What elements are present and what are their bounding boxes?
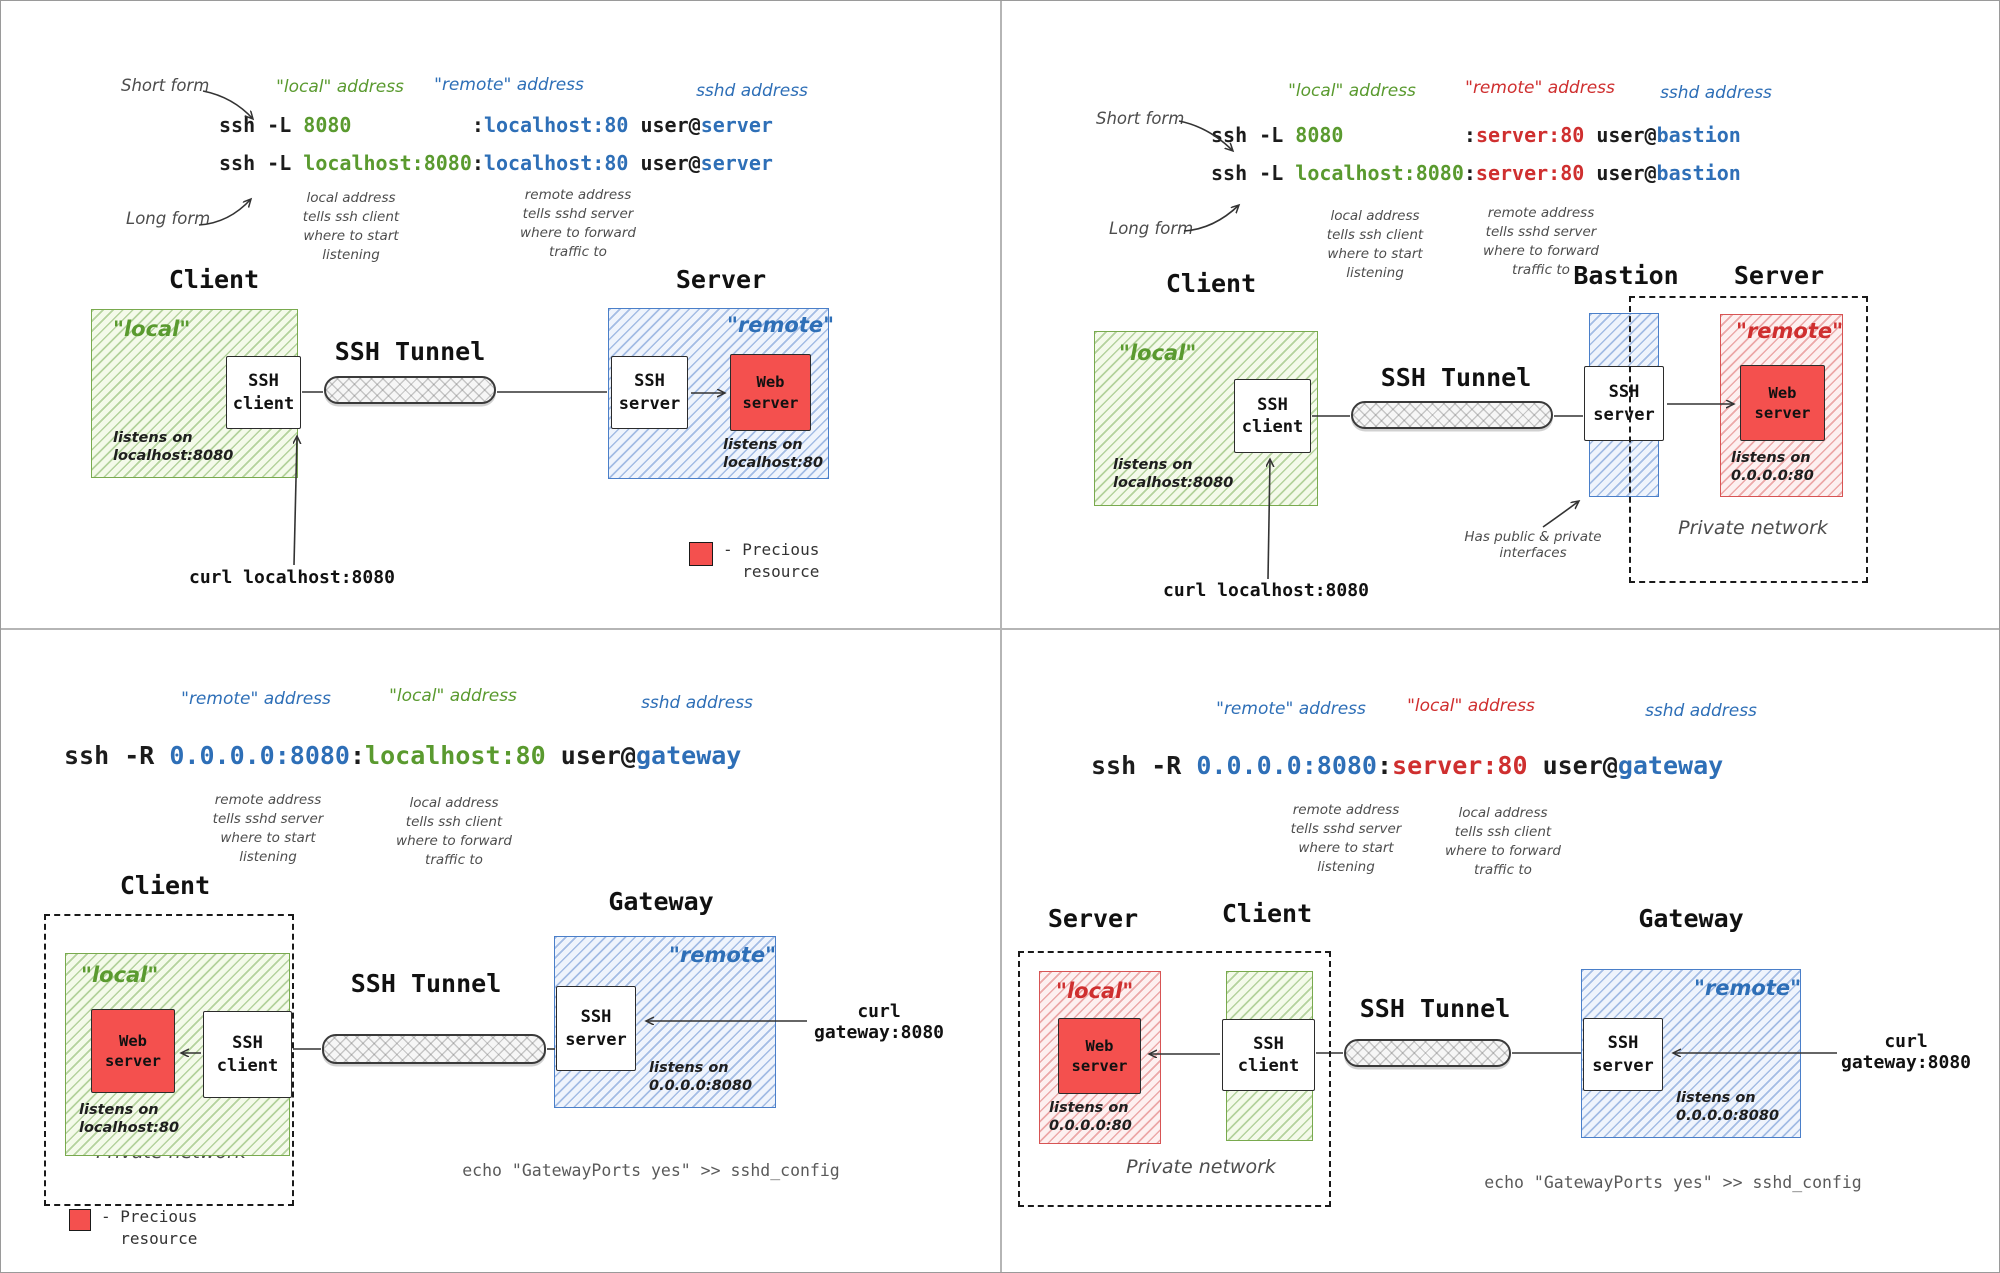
- server-heading: Server: [1047, 904, 1139, 933]
- local-address-annotation: local address tells ssh client where to …: [396, 795, 512, 869]
- remote-tag: "remote": [727, 313, 835, 337]
- remote-address-annotation: remote address tells sshd server where t…: [1483, 205, 1599, 279]
- local-address-header: "local" address: [1407, 696, 1535, 716]
- remote-address-annotation: remote address tells sshd server where t…: [212, 792, 324, 866]
- curl-command: curl localhost:8080: [1163, 580, 1369, 601]
- ssh-tunnel-tube: [322, 1034, 546, 1064]
- client-heading: Client: [168, 265, 260, 294]
- client-heading: Client: [1221, 899, 1313, 928]
- bastion-note-arrow: [1542, 501, 1579, 528]
- local-address-annotation: local address tells ssh client where to …: [1445, 805, 1561, 879]
- ssh-client-node: SSH client: [1222, 1019, 1315, 1091]
- sshd-address-header: sshd address: [696, 81, 808, 101]
- web-server-node: Web server: [730, 354, 811, 431]
- curl-command: curl localhost:8080: [189, 567, 395, 588]
- server-listens-label: listens on localhost:80: [723, 437, 824, 472]
- private-network-label: Private network: [1126, 1156, 1276, 1178]
- vertical-divider: [1000, 1, 1002, 1272]
- sshd-address-header: sshd address: [641, 693, 753, 713]
- ssh-client-node: SSH client: [1234, 379, 1311, 453]
- remote-address-header: "remote" address: [434, 75, 584, 95]
- remote-tag: "remote": [669, 943, 777, 967]
- bastion-heading: Bastion: [1573, 261, 1679, 290]
- ssh-server-node: SSH server: [1584, 366, 1664, 441]
- remote-address-header: "remote" address: [181, 689, 331, 709]
- precious-resource-swatch: [69, 1209, 91, 1231]
- ssh-command: ssh -R 0.0.0.0:8080:localhost:80 user@ga…: [64, 741, 742, 770]
- ssh-tunnel-tube: [324, 376, 496, 404]
- local-address-header: "local" address: [389, 686, 517, 706]
- horizontal-divider: [1, 628, 1999, 630]
- local-address-header: "local" address: [1288, 81, 1416, 101]
- precious-resource-label: - Precious resource: [723, 540, 820, 581]
- curl-command: curl gateway:8080: [813, 1001, 945, 1043]
- ssh-tunnel-heading: SSH Tunnel: [334, 337, 486, 366]
- sshd-address-header: sshd address: [1660, 83, 1772, 103]
- local-tag: "local": [113, 317, 191, 341]
- gateway-heading: Gateway: [608, 887, 714, 916]
- local-tag: "local": [1119, 341, 1197, 365]
- private-network-label: Private network: [1678, 517, 1828, 539]
- ssh-command-long: ssh -L localhost:8080:localhost:80 user@…: [219, 151, 773, 175]
- local-address-annotation: local address tells ssh client where to …: [302, 190, 400, 264]
- ssh-tunnel-heading: SSH Tunnel: [1359, 994, 1511, 1023]
- web-listens-label: listens on localhost:80: [79, 1102, 180, 1137]
- client-listens-label: listens on localhost:8080: [113, 430, 234, 465]
- ssh-tunnel-tube: [1351, 401, 1553, 429]
- server-heading: Server: [1733, 261, 1825, 290]
- precious-resource-label: - Precious resource: [101, 1207, 198, 1248]
- web-server-node: Web server: [1740, 365, 1825, 441]
- short-form-label: Short form: [1096, 109, 1185, 128]
- ssh-tunnel-tube: [1344, 1039, 1511, 1067]
- remote-tag: "remote": [1694, 976, 1802, 1000]
- remote-tag: "remote": [1736, 319, 1844, 343]
- remote-address-header: "remote" address: [1465, 78, 1615, 98]
- remote-address-annotation: remote address tells sshd server where t…: [520, 187, 636, 261]
- ssh-server-node: SSH server: [611, 356, 688, 429]
- client-listens-label: listens on localhost:8080: [1113, 457, 1234, 492]
- ssh-tunnel-heading: SSH Tunnel: [350, 969, 502, 998]
- server-listens-label: listens on 0.0.0.0:80: [1731, 450, 1814, 485]
- ssh-command-short: ssh -L 8080 :localhost:80 user@server: [219, 113, 773, 137]
- gateway-heading: Gateway: [1638, 904, 1744, 933]
- remote-address-header: "remote" address: [1216, 699, 1366, 719]
- client-heading: Client: [1165, 269, 1257, 298]
- precious-resource-swatch: [689, 542, 713, 566]
- ssh-server-node: SSH server: [1583, 1018, 1663, 1091]
- ssh-client-node: SSH client: [226, 356, 301, 429]
- gateway-listens-label: listens on 0.0.0.0:8080: [649, 1060, 753, 1095]
- local-address-header: "local" address: [276, 77, 404, 97]
- gatewayports-config-command: echo "GatewayPorts yes" >> sshd_config: [462, 1161, 840, 1180]
- ssh-command-long: ssh -L localhost:8080:server:80 user@bas…: [1211, 161, 1741, 185]
- local-address-annotation: local address tells ssh client where to …: [1326, 208, 1424, 282]
- curl-command: curl gateway:8080: [1840, 1031, 1972, 1073]
- long-form-label: Long form: [126, 209, 211, 228]
- sshd-address-header: sshd address: [1645, 701, 1757, 721]
- web-server-node: Web server: [91, 1009, 175, 1093]
- remote-address-annotation: remote address tells sshd server where t…: [1290, 802, 1402, 876]
- long-form-label: Long form: [1109, 219, 1194, 238]
- web-listens-label: listens on 0.0.0.0:80: [1049, 1100, 1132, 1135]
- gatewayports-config-command: echo "GatewayPorts yes" >> sshd_config: [1484, 1173, 1862, 1192]
- ssh-server-node: SSH server: [556, 986, 636, 1071]
- ssh-command-short: ssh -L 8080 :server:80 user@bastion: [1211, 123, 1741, 147]
- web-server-node: Web server: [1058, 1018, 1141, 1094]
- ssh-client-node: SSH client: [203, 1011, 292, 1098]
- local-tag: "local": [81, 963, 159, 987]
- server-heading: Server: [675, 265, 767, 294]
- local-tag: "local": [1056, 979, 1134, 1003]
- bastion-interfaces-note: Has public & private interfaces: [1464, 529, 1602, 561]
- gateway-listens-label: listens on 0.0.0.0:8080: [1676, 1090, 1780, 1125]
- short-form-label: Short form: [121, 76, 210, 95]
- ssh-command: ssh -R 0.0.0.0:8080:server:80 user@gatew…: [1091, 751, 1724, 780]
- client-heading: Client: [119, 871, 211, 900]
- ssh-tunnel-heading: SSH Tunnel: [1380, 363, 1532, 392]
